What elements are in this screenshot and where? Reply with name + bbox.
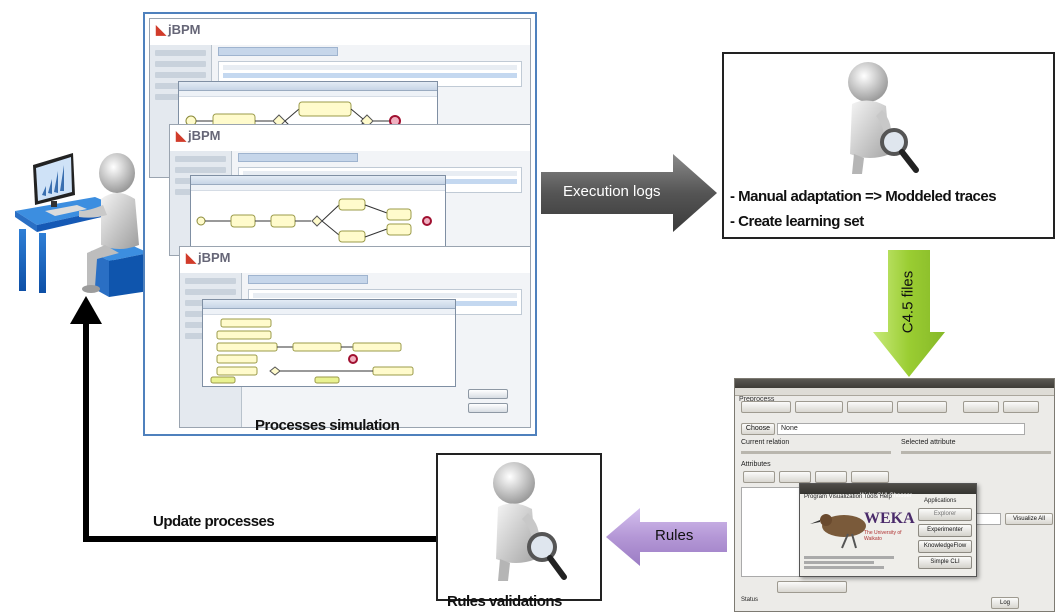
weka-simplecli-button[interactable]: Simple CLI [918,556,972,569]
weka-bird-logo: WEKA The University of Waikato [808,504,915,550]
jbpm-window-3: ◣jBPM [179,246,531,428]
adaptation-box: - Manual adaptation => Moddeled traces -… [722,52,1055,239]
magnifying-glass-figure-icon [828,60,920,176]
execution-logs-arrow [541,152,719,234]
c45-files-label: C4.5 files [899,270,917,334]
weka-choose-button[interactable]: Choose [741,423,775,435]
execution-logs-label: Execution logs [563,183,661,200]
weka-explorer-button[interactable]: Explorer [918,508,972,521]
jbpm-window-2: ◣jBPM [169,124,531,256]
adaptation-line-2: - Create learning set [730,213,864,230]
processes-simulation-label: Processes simulation [255,417,400,434]
user-at-computer-icon [9,141,157,297]
adaptation-line-1: - Manual adaptation => Moddeled traces [730,188,997,205]
weka-gui-chooser: Weka GUI Chooser Program Visualization T… [799,483,977,577]
magnifying-glass-figure-icon [472,459,568,583]
update-processes-label: Update processes [153,513,275,530]
rules-label: Rules [655,527,694,544]
weka-knowledgeflow-button[interactable]: KnowledgeFlow [918,540,972,553]
weka-experimenter-button[interactable]: Experimenter [918,524,972,537]
rules-validations-box [436,453,602,601]
jbpm-logo: ◣jBPM [156,22,201,37]
rules-arrow [606,508,728,566]
c45-files-arrow [873,250,945,378]
weka-explorer-window: Preprocess Choose None Current relation … [734,378,1055,612]
rules-validations-label: Rules validations [447,593,562,610]
processes-simulation-box: ◣jBPM ◣jBPM [143,12,537,436]
